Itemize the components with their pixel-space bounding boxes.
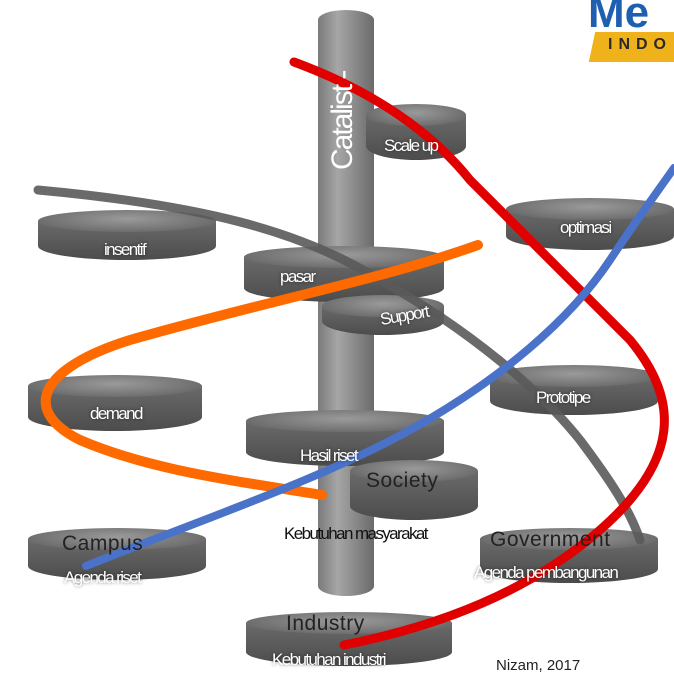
industry-caption: Kebutuhan industri — [272, 650, 387, 669]
industry-title: Industry — [286, 612, 365, 635]
government-title: Government — [490, 528, 611, 551]
demand-label: demand — [90, 404, 143, 423]
disc-prototipe — [490, 365, 658, 415]
prototipe-label: Prototipe — [536, 388, 591, 407]
society-title: Society — [366, 469, 439, 492]
red-curve — [289, 57, 669, 650]
campus-caption: Agenda riset — [64, 568, 142, 587]
gray-curve — [33, 185, 645, 545]
disc-society — [350, 460, 478, 520]
credit-text: Nizam, 2017 — [496, 657, 581, 674]
hasil-riset-label: Hasil riset — [300, 446, 359, 465]
scale-up-label: Scale up — [384, 136, 439, 155]
logo-wordmark: Me — [588, 0, 650, 37]
optimasi-label: optimasi — [560, 218, 612, 237]
disc-support — [322, 295, 444, 335]
society-caption: Kebutuhan masyarakat — [284, 524, 428, 543]
government-caption: Agenda pembangunan — [474, 563, 619, 582]
logo-subtext: INDO — [608, 36, 672, 53]
insentif-label: insentif — [104, 240, 147, 259]
pasar-label: pasar — [280, 267, 316, 286]
disc-insentif — [38, 210, 216, 260]
orange-curve — [40, 240, 483, 500]
blue-curve — [82, 164, 674, 570]
catalist-label: Catalist - — [326, 71, 359, 170]
disc-government — [480, 528, 658, 583]
campus-title: Campus — [62, 532, 144, 555]
